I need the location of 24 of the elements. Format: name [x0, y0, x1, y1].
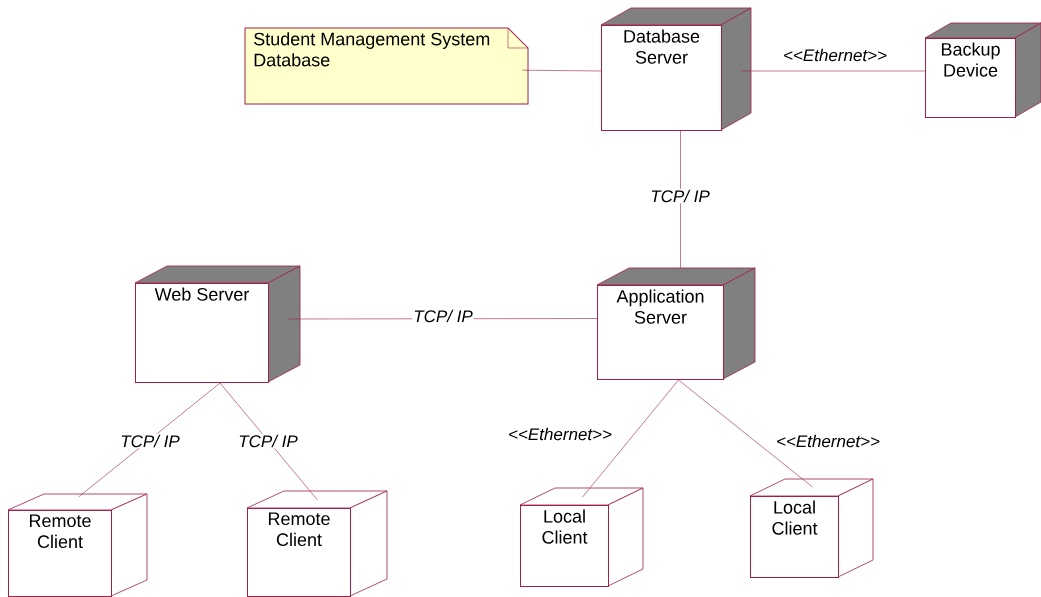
node-cube: Local Client	[519, 487, 644, 587]
node-cube: Remote Client	[7, 493, 148, 597]
connector-line	[522, 69, 602, 72]
node-cube: Database Server	[600, 7, 752, 131]
edge-label: TCP/ IP	[412, 308, 474, 324]
node-cube: Application Server	[596, 267, 756, 380]
connector-line	[740, 70, 926, 72]
connector-line	[78, 382, 221, 498]
node-cube: Local Client	[749, 478, 874, 578]
edge-label: TCP/ IP	[237, 433, 299, 449]
node-cube: Remote Client	[246, 490, 388, 597]
note-box: Student Management System Database	[244, 27, 529, 105]
connector-line	[678, 379, 813, 488]
connector-line	[582, 379, 679, 498]
edge-label: TCP/ IP	[649, 188, 711, 204]
edge-label: <<Ethernet>>	[775, 433, 881, 449]
connector-line	[680, 130, 681, 269]
node-label: Remote Client	[29, 514, 91, 549]
edge-label: TCP/ IP	[119, 433, 181, 449]
node-cube: Web Server	[134, 265, 301, 383]
connector-line	[219, 382, 318, 501]
node-cube: Backup Device	[924, 22, 1041, 118]
edge-label: <<Ethernet>>	[782, 47, 888, 63]
edge-label: <<Ethernet>>	[507, 426, 613, 442]
